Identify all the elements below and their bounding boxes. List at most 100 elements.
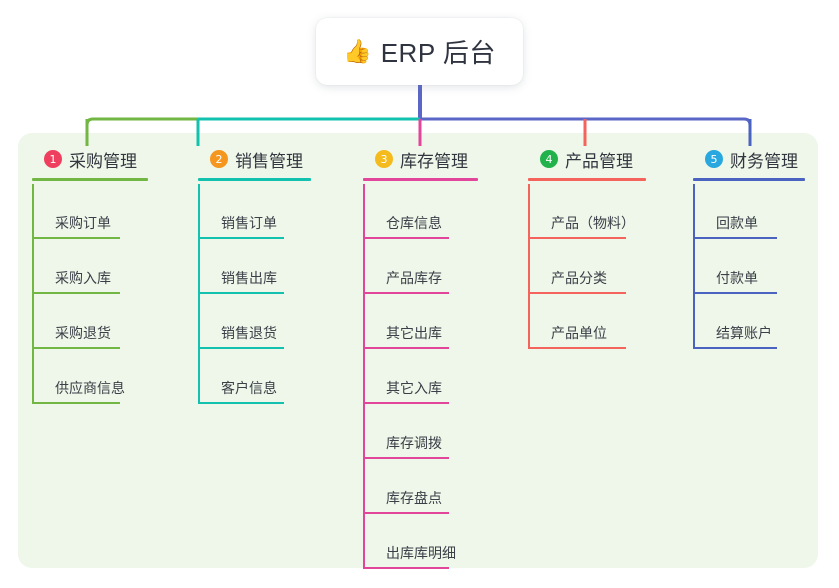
leaf-label: 客户信息 — [221, 380, 277, 396]
leaf-underline — [198, 292, 284, 294]
column-header-label: 销售管理 — [235, 151, 303, 171]
leaf-underline — [693, 347, 777, 349]
leaf-underline — [693, 292, 777, 294]
leaf-item[interactable]: 客户信息 — [198, 349, 316, 404]
leaf-list: 销售订单销售出库销售退货客户信息 — [198, 184, 316, 404]
leaf-underline — [363, 292, 449, 294]
leaf-label: 销售退货 — [221, 325, 277, 341]
leaf-underline — [363, 402, 449, 404]
column-4: 4 产品管理产品（物料） 产品分类产品单位 — [528, 146, 650, 349]
leaf-label: 销售出库 — [221, 270, 277, 286]
leaf-underline — [693, 237, 777, 239]
leaf-label: 库存调拨 — [386, 435, 442, 451]
leaf-label: 产品单位 — [551, 325, 607, 341]
leaf-label: 产品分类 — [551, 270, 607, 286]
leaf-spine — [363, 184, 365, 569]
column-header-1[interactable]: 1 采购管理 — [32, 146, 152, 181]
column-3: 3 库存管理仓库信息产品库存其它出库其它入库库存调拨库存盘点出库库明细 — [363, 146, 481, 569]
leaf-label: 仓库信息 — [386, 215, 442, 231]
leaf-item[interactable]: 库存调拨 — [363, 404, 481, 459]
number-badge-icon: 1 — [44, 150, 62, 168]
leaf-underline — [198, 347, 284, 349]
leaf-list: 采购订单采购入库采购退货供应商信息 — [32, 184, 152, 404]
column-header-5[interactable]: 5 财务管理 — [693, 146, 805, 181]
column-header-4[interactable]: 4 产品管理 — [528, 146, 650, 181]
number-badge-icon: 3 — [375, 150, 393, 168]
leaf-label: 采购退货 — [55, 325, 111, 341]
leaf-item[interactable]: 回款单 — [693, 184, 805, 239]
root-node[interactable]: 👍 ERP 后台 — [316, 18, 523, 85]
leaf-label: 采购入库 — [55, 270, 111, 286]
leaf-label: 采购订单 — [55, 215, 111, 231]
number-badge-icon: 4 — [540, 150, 558, 168]
leaf-item[interactable]: 产品库存 — [363, 239, 481, 294]
column-header-label: 财务管理 — [730, 151, 798, 171]
leaf-label: 销售订单 — [221, 215, 277, 231]
leaf-item[interactable]: 产品单位 — [528, 294, 650, 349]
leaf-item[interactable]: 付款单 — [693, 239, 805, 294]
leaf-label: 结算账户 — [716, 325, 772, 341]
leaf-label: 产品库存 — [386, 270, 442, 286]
thumbs-up-icon: 👍 — [343, 38, 372, 64]
leaf-underline — [32, 237, 120, 239]
leaf-label: 产品（物料） — [551, 215, 635, 231]
column-header-underline — [363, 178, 478, 181]
leaf-item[interactable]: 其它入库 — [363, 349, 481, 404]
leaf-item[interactable]: 其它出库 — [363, 294, 481, 349]
leaf-list: 回款单付款单结算账户 — [693, 184, 805, 349]
leaf-spine — [32, 184, 34, 404]
column-header-label: 采购管理 — [69, 151, 137, 171]
leaf-item[interactable]: 采购退货 — [32, 294, 152, 349]
leaf-item[interactable]: 产品分类 — [528, 239, 650, 294]
content-panel — [18, 133, 818, 568]
leaf-underline — [32, 347, 120, 349]
leaf-item[interactable]: 采购入库 — [32, 239, 152, 294]
leaf-label: 库存盘点 — [386, 490, 442, 506]
column-header-underline — [32, 178, 148, 181]
leaf-label: 付款单 — [716, 270, 758, 286]
leaf-underline — [32, 292, 120, 294]
leaf-item[interactable]: 销售出库 — [198, 239, 316, 294]
leaf-label: 供应商信息 — [55, 380, 125, 396]
leaf-list: 仓库信息产品库存其它出库其它入库库存调拨库存盘点出库库明细 — [363, 184, 481, 569]
column-header-label: 产品管理 — [565, 151, 633, 171]
leaf-item[interactable]: 库存盘点 — [363, 459, 481, 514]
leaf-item[interactable]: 采购订单 — [32, 184, 152, 239]
leaf-label: 其它入库 — [386, 380, 442, 396]
leaf-underline — [528, 237, 626, 239]
leaf-label: 回款单 — [716, 215, 758, 231]
leaf-item[interactable]: 出库库明细 — [363, 514, 481, 569]
leaf-item[interactable]: 仓库信息 — [363, 184, 481, 239]
leaf-underline — [363, 347, 449, 349]
leaf-underline — [363, 457, 449, 459]
leaf-underline — [198, 237, 284, 239]
column-header-label: 库存管理 — [400, 151, 468, 171]
leaf-label: 出库库明细 — [386, 545, 456, 561]
number-badge-icon: 2 — [210, 150, 228, 168]
leaf-underline — [32, 402, 120, 404]
leaf-spine — [693, 184, 695, 349]
leaf-item[interactable]: 销售退货 — [198, 294, 316, 349]
number-badge-icon: 5 — [705, 150, 723, 168]
leaf-list: 产品（物料） 产品分类产品单位 — [528, 184, 650, 349]
column-header-underline — [198, 178, 311, 181]
column-header-3[interactable]: 3 库存管理 — [363, 146, 481, 181]
leaf-item[interactable]: 结算账户 — [693, 294, 805, 349]
leaf-label: 其它出库 — [386, 325, 442, 341]
column-5: 5 财务管理回款单付款单结算账户 — [693, 146, 805, 349]
leaf-item[interactable]: 销售订单 — [198, 184, 316, 239]
leaf-spine — [528, 184, 530, 349]
column-header-underline — [693, 178, 805, 181]
leaf-underline — [363, 237, 449, 239]
leaf-spine — [198, 184, 200, 404]
column-header-2[interactable]: 2 销售管理 — [198, 146, 316, 181]
leaf-item[interactable]: 产品（物料） — [528, 184, 650, 239]
leaf-underline — [363, 512, 449, 514]
column-2: 2 销售管理销售订单销售出库销售退货客户信息 — [198, 146, 316, 404]
leaf-underline — [528, 292, 626, 294]
leaf-underline — [198, 402, 284, 404]
column-1: 1 采购管理采购订单采购入库采购退货供应商信息 — [32, 146, 152, 404]
leaf-underline — [363, 567, 449, 569]
leaf-item[interactable]: 供应商信息 — [32, 349, 152, 404]
